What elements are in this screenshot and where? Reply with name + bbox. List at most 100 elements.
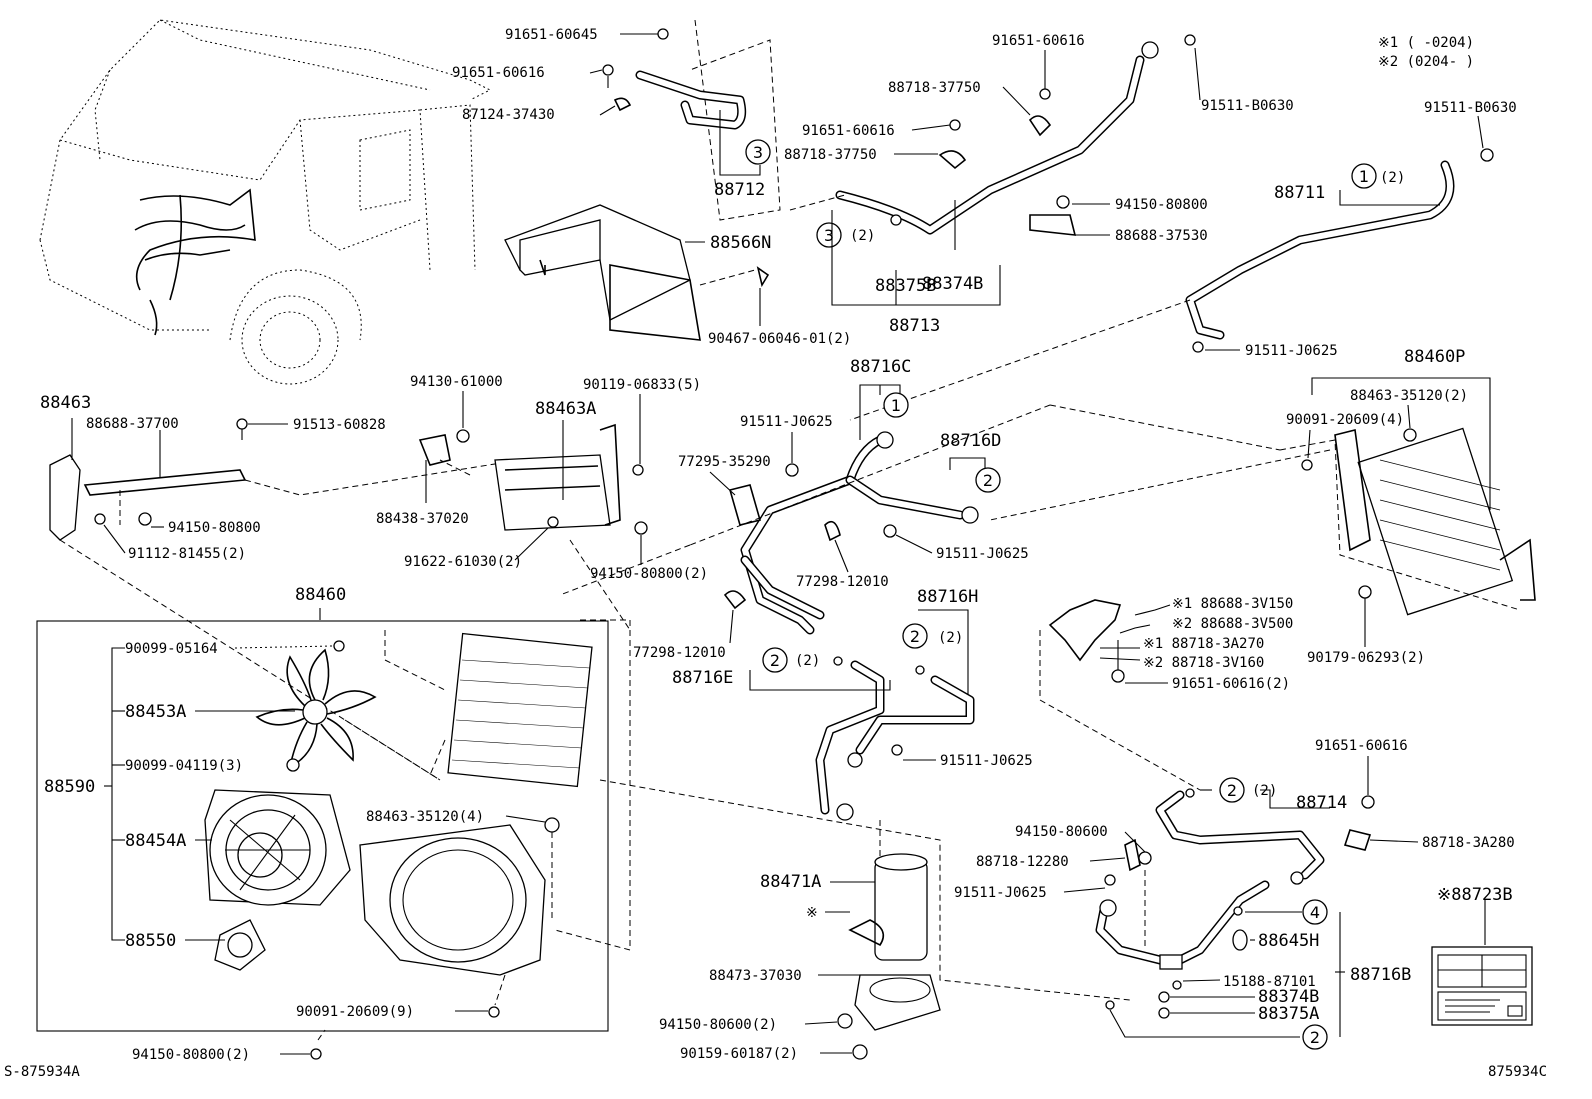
- callout-circle-1b: [883, 392, 909, 418]
- callout-circle-2d: [1219, 777, 1245, 803]
- label-88463-35120-a: 88463-35120(2): [1350, 388, 1468, 404]
- label-88718-12280: 88718-12280: [976, 854, 1069, 870]
- label-qty2-e: (2): [1252, 783, 1277, 799]
- 88723b-label: [1431, 900, 1533, 1026]
- label-88590: 88590: [44, 777, 95, 797]
- callout-circle-2b: [902, 623, 928, 649]
- label-91112-81455: 91112-81455(2): [128, 546, 246, 562]
- label-87124-37430: 87124-37430: [462, 107, 555, 123]
- callout-circle-2a: [975, 467, 1001, 493]
- label-88473-37030: 88473-37030: [709, 968, 802, 984]
- label-qty2-c: (2): [938, 630, 963, 646]
- 88711-tube: 1: [849, 148, 1494, 421]
- 88460p-condenser: [1279, 377, 1536, 616]
- label-77295-35290: 77295-35290: [678, 454, 771, 470]
- 88460-box: [36, 608, 631, 1060]
- label-91651-60616-d: 91651-60616(2): [1172, 676, 1290, 692]
- label-91513-60828: 91513-60828: [293, 417, 386, 433]
- callout-2d-text: 2: [1227, 781, 1237, 800]
- label-90467-06046-01: 90467-06046-01(2): [708, 331, 851, 347]
- callout-2c-text: 2: [770, 651, 780, 670]
- label-88716b: 88716B: [1350, 965, 1411, 985]
- label-94150-80600-a: 94150-80600(2): [659, 1017, 777, 1033]
- callout-circle-3a: [745, 139, 771, 165]
- label-88688-37530: 88688-37530: [1115, 228, 1208, 244]
- legend-line-1: ※1 ( -0204): [1378, 35, 1474, 51]
- label-88460: 88460: [295, 585, 346, 605]
- label-88712: 88712: [714, 180, 765, 200]
- 88716-tubes: 1 2: [689, 384, 1331, 635]
- label-94150-80800-a: 94150-80800: [1115, 197, 1208, 213]
- label-91622-61030: 91622-61030(2): [404, 554, 522, 570]
- label-88374b-2: 88374B: [1258, 987, 1319, 1007]
- label-88716d: 88716D: [940, 431, 1001, 451]
- 88716b-assembly: 2 4 2: [1039, 599, 1375, 1050]
- label-88718-3a280: 88718-3A280: [1422, 835, 1515, 851]
- callout-3a-text: 3: [753, 143, 763, 162]
- label-88645h: 88645H: [1258, 931, 1319, 951]
- label-90119-06833: 90119-06833(5): [583, 377, 701, 393]
- label-88471a: 88471A: [760, 872, 821, 892]
- 88471a-receiver: [818, 853, 941, 1060]
- label-91651-60616-c: 91651-60616: [802, 123, 895, 139]
- label-88463a: 88463A: [535, 399, 596, 419]
- label-88718-3a270: ※1 88718-3A270: [1143, 636, 1264, 652]
- callout-circle-4: [1302, 899, 1328, 925]
- label-88374b: 88374B: [922, 274, 983, 294]
- label-88716e: 88716E: [672, 668, 733, 688]
- 88716e-h-tubes: 2 2: [599, 609, 1131, 1001]
- label-90159-60187: 90159-60187(2): [680, 1046, 798, 1062]
- 88713-assembly: 3: [789, 34, 1196, 306]
- label-88711: 88711: [1274, 183, 1325, 203]
- 88712-assembly: 3: [602, 19, 781, 221]
- callout-1a-text: 1: [1359, 167, 1369, 186]
- label-88714: 88714: [1296, 793, 1347, 813]
- label-88716c: 88716C: [850, 357, 911, 377]
- callout-2b-text: 2: [910, 627, 920, 646]
- callout-circle-1a: [1351, 163, 1377, 189]
- label-91511-j0625-a: 91511-J0625: [1245, 343, 1338, 359]
- label-qty2-a: (2): [850, 228, 875, 244]
- callout-3b-text: 3: [824, 226, 834, 245]
- diagram-code-right: 875934C: [1488, 1064, 1547, 1080]
- label-88375a: 88375A: [1258, 1004, 1319, 1024]
- label-94150-80800-b: 94150-80800: [168, 520, 261, 536]
- label-15188-87101: 15188-87101: [1223, 974, 1316, 990]
- label-91511-b0630-b: 91511-B0630: [1424, 100, 1517, 116]
- label-91511-j0625-d: 91511-J0625: [940, 753, 1033, 769]
- label-88453a: 88453A: [125, 702, 186, 722]
- label-88723b: ※88723B: [1437, 885, 1513, 905]
- label-88718-37750-b: 88718-37750: [784, 147, 877, 163]
- label-88688-3v500: ※2 88688-3V500: [1172, 616, 1293, 632]
- label-88566n: 88566N: [710, 233, 771, 253]
- callout-2e-text: 2: [1310, 1028, 1320, 1047]
- vehicle-illustration: [39, 19, 492, 385]
- label-90179-06293: 90179-06293(2): [1307, 650, 1425, 666]
- 88463-bracket: [49, 418, 521, 781]
- label-88718-37750-a: 88718-37750: [888, 80, 981, 96]
- label-88713: 88713: [889, 316, 940, 336]
- label-90099-04119: 90099-04119(3): [125, 758, 243, 774]
- label-star: ※: [806, 905, 818, 921]
- legend-line-2: ※2 (0204- ): [1378, 54, 1474, 70]
- label-88688-3v150: ※1 88688-3V150: [1172, 596, 1293, 612]
- label-88375b: 88375B: [875, 276, 936, 296]
- label-88718-3v160: ※2 88718-3V160: [1143, 655, 1264, 671]
- 88566n-shroud: [504, 204, 770, 341]
- label-94150-80600-b: 94150-80600: [1015, 824, 1108, 840]
- label-94130-61000: 94130-61000: [410, 374, 503, 390]
- label-88688-37700: 88688-37700: [86, 416, 179, 432]
- label-88550: 88550: [125, 931, 176, 951]
- label-88460p: 88460P: [1404, 347, 1465, 367]
- label-77298-12010-b: 77298-12010: [633, 645, 726, 661]
- label-88438-37020: 88438-37020: [376, 511, 469, 527]
- label-94150-80800-c: 94150-80800(2): [590, 566, 708, 582]
- label-91511-j0625-c: 91511-J0625: [936, 546, 1029, 562]
- part-labels: 91651-60645 91651-60616 87124-37430 8871…: [4, 27, 1547, 1080]
- callout-circle-2e: [1302, 1024, 1328, 1050]
- callout-circle-2c: [762, 647, 788, 673]
- label-94150-80800-d: 94150-80800(2): [132, 1047, 250, 1063]
- label-91511-b0630-a: 91511-B0630: [1201, 98, 1294, 114]
- label-91511-j0625-b: 91511-J0625: [740, 414, 833, 430]
